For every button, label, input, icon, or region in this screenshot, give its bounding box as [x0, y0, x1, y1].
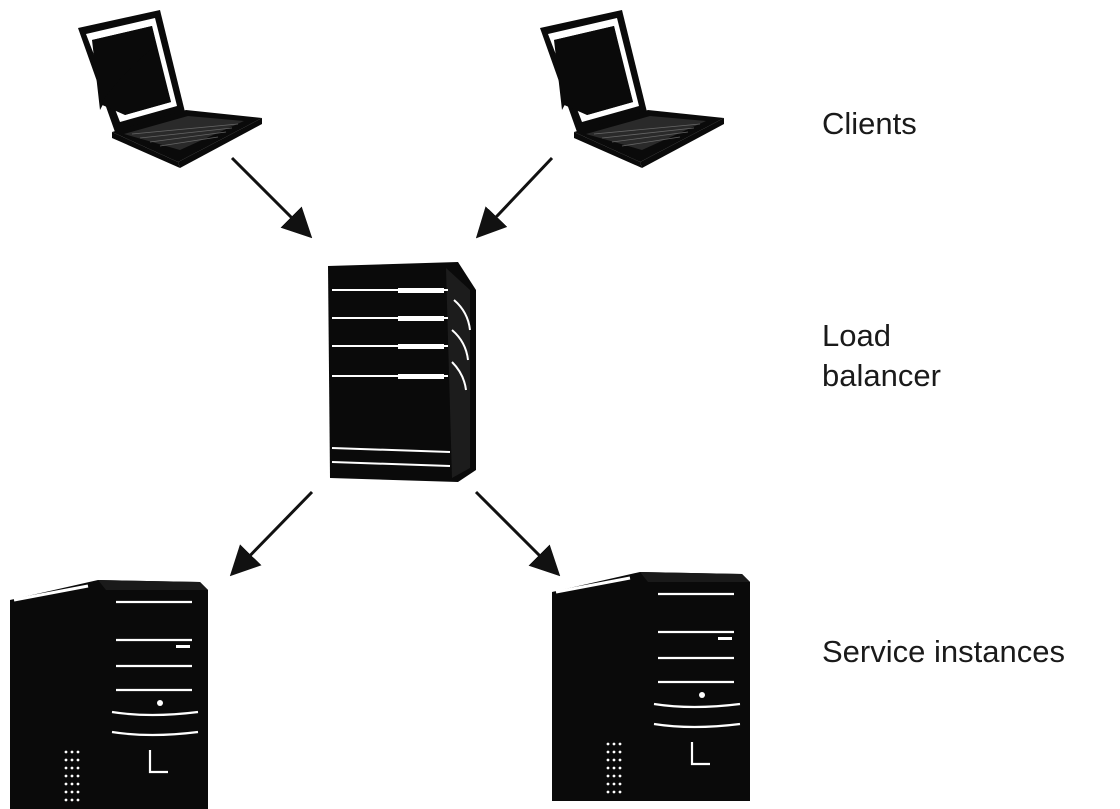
- arrow-client-left-to-lb: [230, 156, 313, 239]
- arrow-lb-to-service-left: [229, 490, 314, 577]
- arrow-client-right-to-lb: [475, 156, 554, 239]
- arrow-lb-to-service-right: [474, 490, 561, 577]
- load-balancer-label: Load balancer: [822, 318, 941, 393]
- client-laptop-right-icon: [539, 9, 725, 169]
- client-laptop-left-icon: [77, 9, 263, 169]
- clients-label: Clients: [822, 106, 917, 141]
- service-instances-label: Service instances: [822, 634, 1065, 669]
- service-instance-left-icon: [8, 578, 210, 809]
- service-instance-right-icon: [550, 570, 752, 803]
- load-balancer-server-icon: [328, 262, 476, 482]
